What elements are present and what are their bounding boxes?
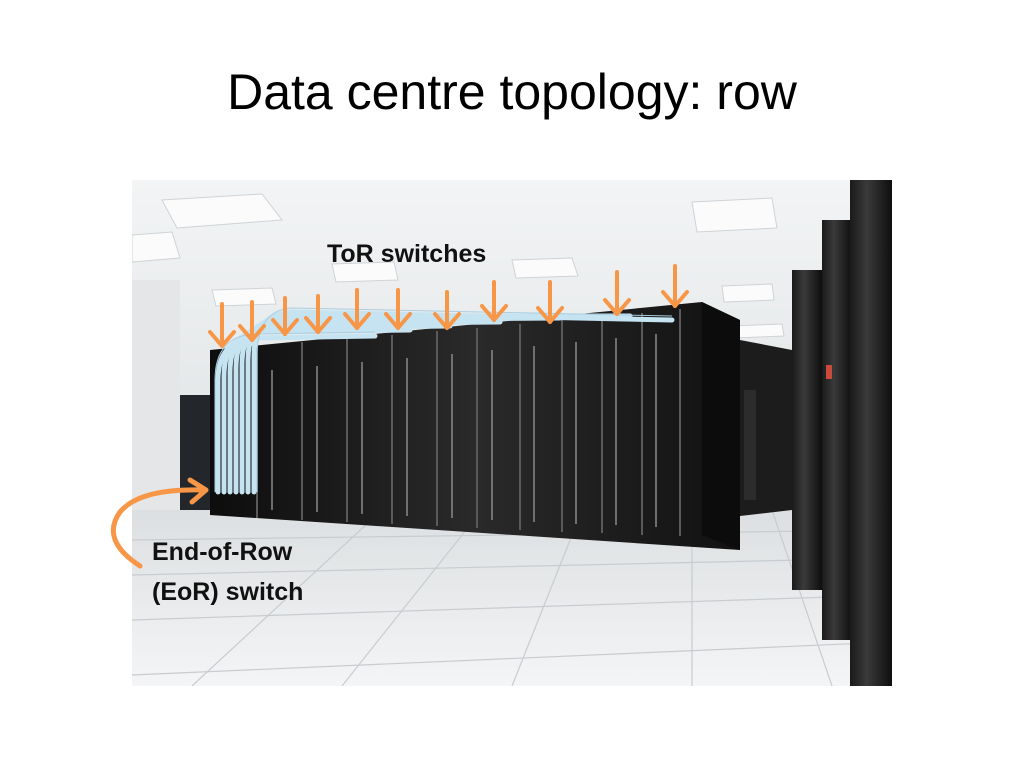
eor-label-line1: End-of-Row (152, 538, 293, 566)
tor-switches-label: ToR switches (327, 240, 487, 268)
slide-title: Data centre topology: row (227, 64, 797, 120)
eor-label-line2: (EoR) switch (152, 578, 304, 606)
eor-switch-label: End-of-Row (EoR) switch (152, 532, 303, 612)
